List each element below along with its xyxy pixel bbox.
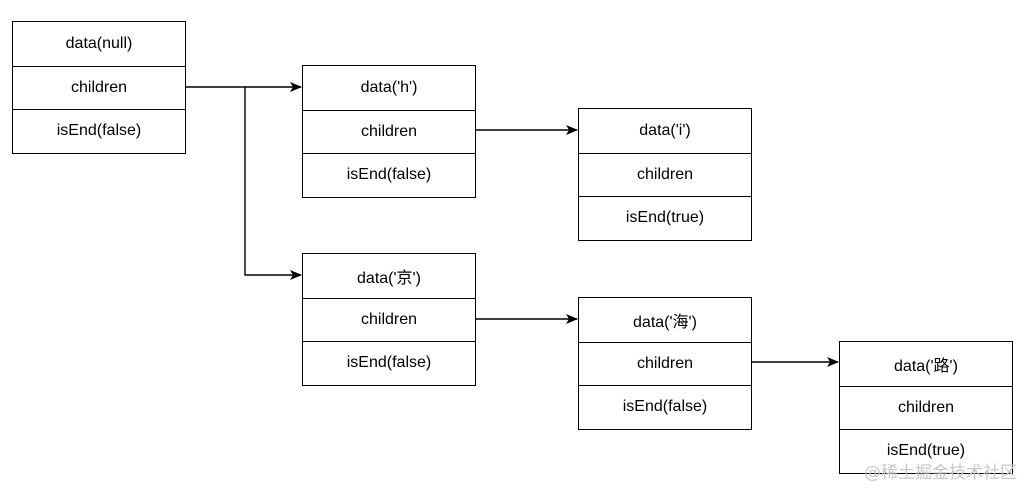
- trie-node-lu: data('路') children isEnd(true): [839, 341, 1013, 474]
- node-children-field: children: [13, 65, 185, 110]
- node-data-field: data('海'): [633, 313, 697, 331]
- node-children-field: children: [303, 297, 475, 342]
- node-is-end-field: isEnd(true): [840, 429, 1012, 473]
- trie-node-root: data(null) children isEnd(false): [12, 21, 186, 154]
- trie-node-jing: data('京') children isEnd(false): [302, 253, 476, 386]
- node-is-end-field: isEnd(false): [579, 385, 751, 429]
- node-is-end-field: isEnd(false): [303, 153, 475, 197]
- node-children-field: children: [840, 385, 1012, 430]
- node-data-field: data('路'): [894, 357, 958, 375]
- edge-root-to-jing: [244, 87, 302, 280]
- node-is-end-field: isEnd(false): [303, 341, 475, 385]
- node-data-field: data('i'): [639, 121, 691, 139]
- node-children-field: children: [579, 152, 751, 197]
- node-data-field: data('h'): [360, 78, 418, 96]
- node-children-field: children: [579, 341, 751, 386]
- node-is-end-field: isEnd(true): [579, 196, 751, 240]
- node-data-field: data(null): [65, 34, 133, 52]
- trie-node-i: data('i') children isEnd(true): [578, 108, 752, 241]
- node-data-field: data('京'): [357, 269, 421, 287]
- trie-node-h: data('h') children isEnd(false): [302, 65, 476, 198]
- watermark: @稀土掘金技术社区: [864, 463, 1017, 483]
- node-children-field: children: [303, 109, 475, 154]
- trie-node-hai: data('海') children isEnd(false): [578, 297, 752, 430]
- node-is-end-field: isEnd(false): [13, 109, 185, 153]
